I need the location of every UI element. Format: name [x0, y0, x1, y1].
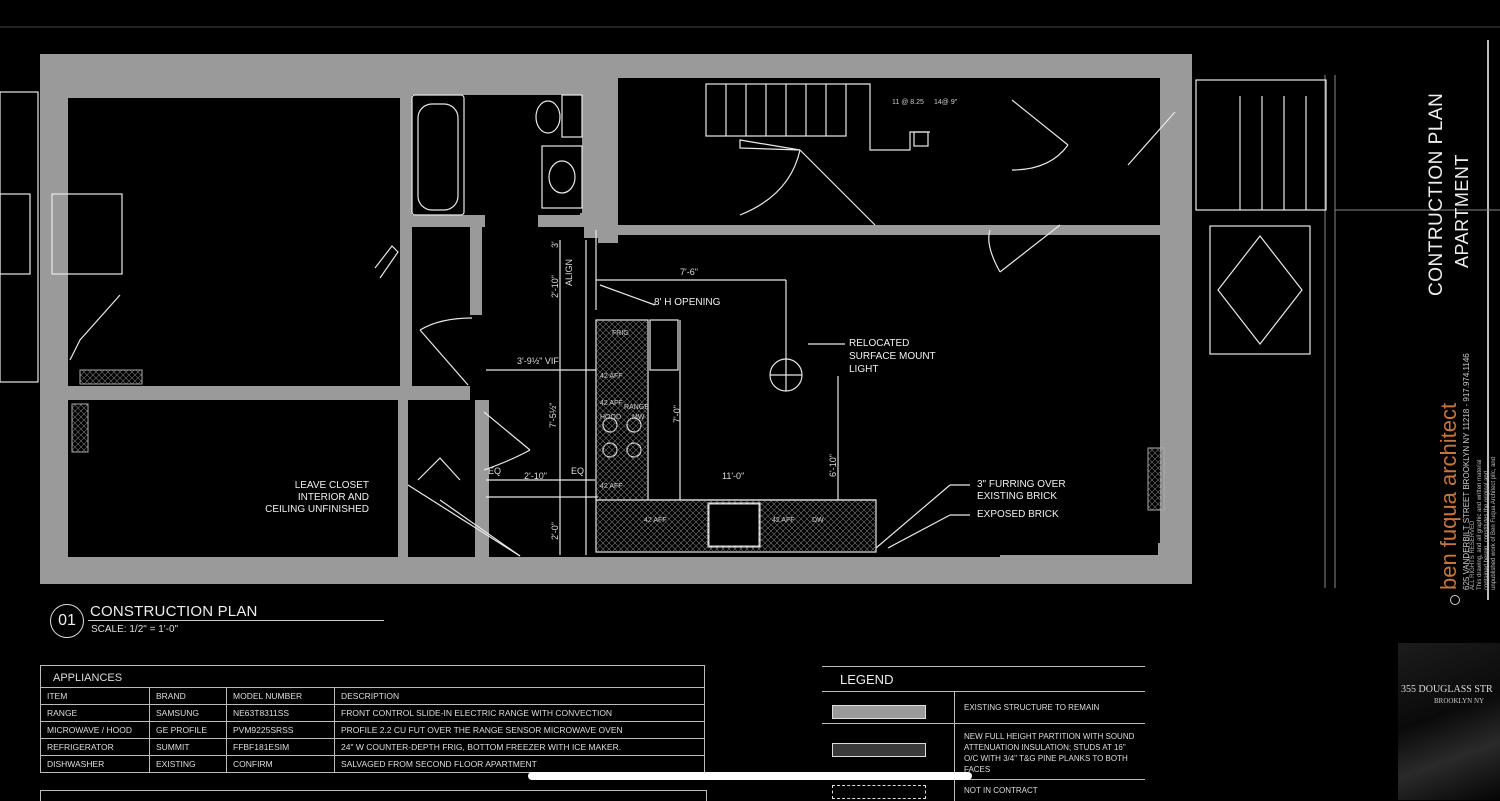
furring-label-1: 3" FURRING OVER — [977, 479, 1066, 490]
closet-label-3: CEILING UNFINISHED — [265, 504, 369, 515]
cell: DISHWASHER — [40, 755, 150, 773]
header-brand: BRAND — [149, 687, 227, 705]
header-description: DESCRIPTION — [334, 687, 705, 705]
appliances-table: APPLIANCES ITEM BRAND MODEL NUMBER DESCR… — [40, 665, 705, 773]
firm-name-a: ben fuqua — [1436, 492, 1461, 590]
dim-7-6: 7'-6" — [680, 267, 698, 277]
dim-3: 3' — [550, 241, 560, 248]
legend: LEGEND EXISTING STRUCTURE TO REMAIN NEW … — [822, 666, 1145, 801]
legend-divider — [822, 723, 1145, 724]
dim-2-10: 2'-10" — [524, 471, 547, 481]
project-subtitle: APARTMENT — [1452, 154, 1472, 268]
photo-city: BROOKLYN NY — [1434, 697, 1485, 705]
drawing-title: CONSTRUCTION PLAN — [90, 603, 258, 620]
legend-swatch-existing — [832, 705, 926, 719]
rights-line-1: ALL RIGHTS RESERVED — [1470, 520, 1476, 590]
opening-label: 8' H OPENING — [654, 297, 721, 308]
stair-note-a: 11 @ 8.25 — [892, 99, 924, 106]
aff-5: 42 AFF — [600, 400, 623, 407]
legend-title: LEGEND — [840, 672, 894, 687]
table-row: RANGE SAMSUNG NE63T8311SS FRONT CONTROL … — [40, 704, 705, 722]
plan-linework — [0, 79, 1327, 557]
table-row: MICROWAVE / HOOD GE PROFILE PVM9225SRSS … — [40, 721, 705, 739]
header-model: MODEL NUMBER — [226, 687, 335, 705]
light-label-3: LIGHT — [849, 364, 879, 375]
range-label: RANGE — [624, 404, 649, 411]
closet-label-2: INTERIOR AND — [297, 492, 369, 503]
cell: GE PROFILE — [149, 721, 227, 739]
light-label-2: SURFACE MOUNT — [849, 351, 936, 362]
legend-text-existing: EXISTING STRUCTURE TO REMAIN — [964, 703, 1100, 712]
cell: FFBF181ESIM — [226, 738, 335, 756]
dim-6-10: 6'-10" — [828, 454, 838, 477]
cell: NE63T8311SS — [226, 704, 335, 722]
dim-11-0: 11'-0" — [722, 471, 745, 481]
drawing-scale: SCALE: 1/2" = 1'-0" — [91, 624, 179, 635]
dim-align: ALIGN — [564, 258, 574, 286]
project-photo: 355 DOUGLASS STR BROOKLYN NY — [1398, 643, 1500, 800]
aff-2: 42 AFF — [600, 483, 623, 490]
hood-label: HOOD — [600, 414, 621, 421]
header-item: ITEM — [40, 687, 150, 705]
cell: SAMSUNG — [149, 704, 227, 722]
second-table-edge — [40, 790, 707, 801]
frig-label: FRIG — [612, 330, 629, 337]
table-row: REFRIGERATOR SUMMIT FFBF181ESIM 24" W CO… — [40, 738, 705, 756]
cell: SUMMIT — [149, 738, 227, 756]
dim-eq-1: EQ — [488, 466, 502, 476]
photo-address: 355 DOUGLASS STR — [1401, 684, 1493, 695]
cell: 24" W COUNTER-DEPTH FRIG, BOTTOM FREEZER… — [334, 738, 705, 756]
table-row: DISHWASHER EXISTING CONFIRM SALVAGED FRO… — [40, 755, 705, 773]
closet-label-1: LEAVE CLOSET — [294, 480, 369, 491]
dw-label: DW — [812, 517, 824, 524]
cell: CONFIRM — [226, 755, 335, 773]
cell: PROFILE 2.2 CU FUT OVER THE RANGE SENSOR… — [334, 721, 705, 739]
drawing-title-rule — [88, 620, 384, 621]
mw-label: MW — [632, 414, 645, 421]
legend-divider — [822, 779, 1145, 780]
firm-name-b: architect — [1436, 402, 1461, 493]
legend-column-divider — [954, 691, 955, 801]
cell: EXISTING — [149, 755, 227, 773]
brick-label: EXPOSED BRICK — [977, 509, 1059, 520]
dim-2-0: 2'-0" — [550, 522, 560, 540]
light-label-1: RELOCATED — [849, 338, 910, 349]
table-header-row: ITEM BRAND MODEL NUMBER DESCRIPTION — [40, 687, 705, 705]
cell: FRONT CONTROL SLIDE-IN ELECTRIC RANGE WI… — [334, 704, 705, 722]
legend-swatch-nic — [832, 785, 926, 799]
rights-line-4: unpublished work of Ben Fuqua Architect … — [1491, 456, 1497, 590]
rights-line-3: contained herein, constitutes the origin… — [1484, 470, 1490, 590]
dim-7-5: 7'-5½" — [548, 402, 558, 428]
firm-name: ben fuqua architect — [1436, 403, 1462, 590]
aff-4: 42 AFF — [772, 517, 795, 524]
dim-2-10-v: 2'-10" — [550, 275, 560, 298]
aff-1: 42 AFF — [600, 373, 623, 380]
cell: PVM9225SRSS — [226, 721, 335, 739]
aff-3: 42 AFF — [644, 517, 667, 524]
stair-note-b: 14@ 9" — [934, 99, 958, 106]
cell: RANGE — [40, 704, 150, 722]
drawing-number: 01 — [50, 604, 84, 638]
sheet-number: SK 01.0 — [1492, 104, 1500, 296]
project-title: CONTRUCTION PLAN — [1426, 92, 1447, 296]
furring-label-2: EXISTING BRICK — [977, 491, 1058, 502]
cell: REFRIGERATOR — [40, 738, 150, 756]
cell: SALVAGED FROM SECOND FLOOR APARTMENT — [334, 755, 705, 773]
appliances-title: APPLIANCES — [40, 665, 705, 688]
rights-line-2: This drawing, and all graphic and writte… — [1477, 459, 1483, 590]
existing-walls — [40, 54, 1192, 584]
dim-3-9: 3'-9½" VIF — [517, 356, 559, 366]
home-indicator[interactable] — [528, 772, 972, 780]
legend-text-nic: NOT IN CONTRACT — [964, 786, 1038, 795]
legend-divider — [822, 691, 1145, 692]
cell: MICROWAVE / HOOD — [40, 721, 150, 739]
legend-text-new: NEW FULL HEIGHT PARTITION WITH SOUND ATT… — [964, 732, 1135, 774]
dim-7-0: 7'-0" — [672, 405, 682, 423]
dim-eq-2: EQ — [571, 466, 585, 476]
legend-swatch-new — [832, 743, 926, 757]
copyright-icon — [1450, 595, 1460, 605]
